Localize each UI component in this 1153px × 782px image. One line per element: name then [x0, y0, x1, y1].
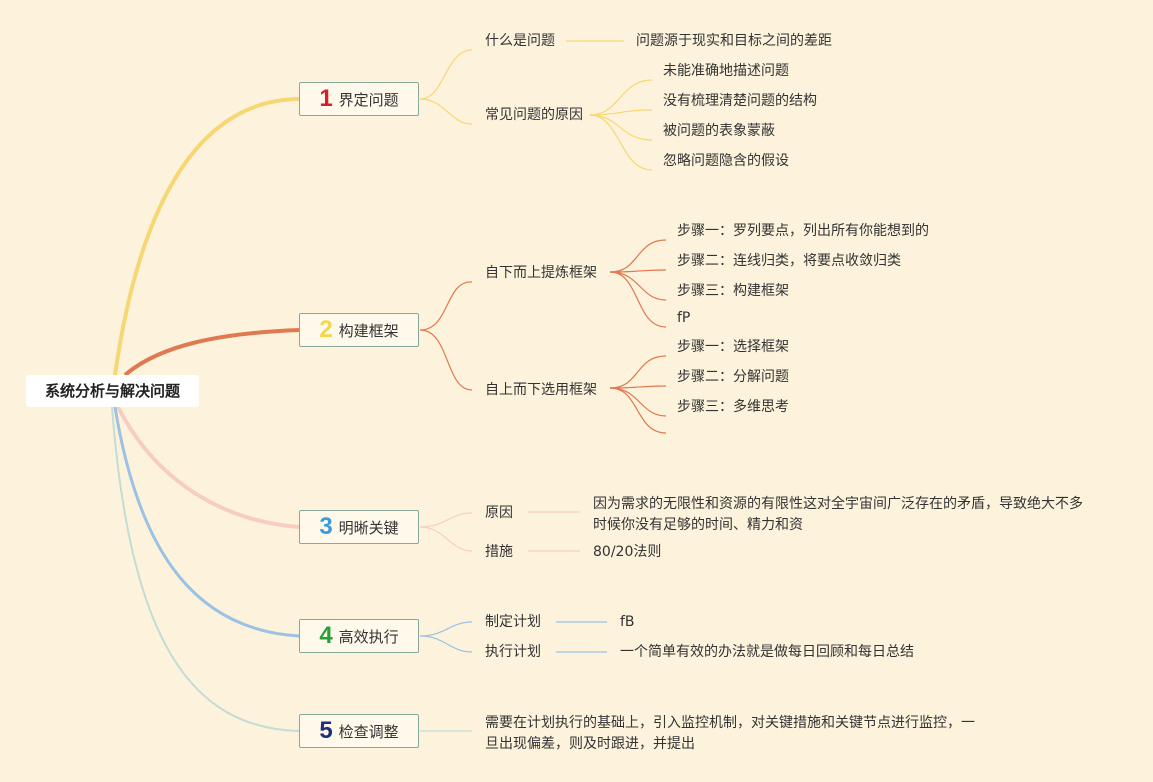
- link-b1-sub2-leaf1: [589, 79, 653, 116]
- link-root-b1: [113, 97, 300, 376]
- link-root-b2: [123, 328, 300, 377]
- root-topic[interactable]: 系统分析与解决问题: [26, 375, 199, 407]
- leaf-problem-definition[interactable]: 问题源于现实和目标之间的差距: [636, 33, 832, 49]
- leaf-make-plan[interactable]: fB: [620, 614, 635, 630]
- branch-efficient-execution[interactable]: 4 高效执行: [299, 619, 419, 653]
- subtopic-top-down[interactable]: 自上而下选用框架: [485, 382, 597, 398]
- branch-define-problem[interactable]: 1 界定问题: [299, 82, 419, 116]
- subtopic-reason[interactable]: 原因: [485, 505, 513, 521]
- subtopic-what-is-problem[interactable]: 什么是问题: [485, 33, 555, 49]
- leaf-step[interactable]: 步骤一：选择框架: [677, 339, 789, 355]
- link-root-b5: [111, 406, 300, 732]
- link-b4-sub2: [419, 635, 473, 653]
- subtopic-measure[interactable]: 措施: [485, 544, 513, 560]
- leaf-execute-plan[interactable]: 一个简单有效的办法就是做每日回顾和每日总结: [620, 644, 914, 660]
- number-5-badge: 5: [319, 717, 333, 744]
- branch-build-framework[interactable]: 2 构建框架: [299, 313, 419, 347]
- subtopic-make-plan[interactable]: 制定计划: [485, 614, 541, 630]
- branch-label: 检查调整: [338, 722, 399, 741]
- leaf-step[interactable]: 步骤三：构建框架: [677, 283, 789, 299]
- link-root-b3: [116, 406, 300, 529]
- link-b1-sub2-leaf4: [589, 114, 653, 171]
- link-root-b4: [113, 406, 300, 638]
- leaf-step[interactable]: 步骤三：多维思考: [677, 399, 789, 415]
- link-b2-sub1: [419, 281, 473, 331]
- leaf-cause[interactable]: 未能准确地描述问题: [663, 63, 789, 79]
- leaf-step[interactable]: 步骤二：连线归类，将要点收敛归类: [677, 253, 901, 269]
- branch-label: 构建框架: [338, 321, 399, 340]
- subtopic-execute-plan[interactable]: 执行计划: [485, 644, 541, 660]
- link-b2-sub1-leaf1: [609, 239, 667, 273]
- branch-label: 界定问题: [338, 90, 399, 109]
- subtopic-bottom-up[interactable]: 自下而上提炼框架: [485, 265, 597, 281]
- link-b2-sub1-leaf4: [609, 271, 667, 328]
- number-4-badge: 4: [319, 622, 333, 649]
- link-b3-sub1: [419, 512, 473, 528]
- leaf-cause[interactable]: 没有梳理清楚问题的结构: [663, 93, 817, 109]
- number-3-badge: 3: [319, 513, 333, 540]
- leaf-cause[interactable]: 忽略问题隐含的假设: [663, 153, 789, 169]
- link-b2-sub2-leaf4: [609, 387, 667, 434]
- branch-label: 明晰关键: [338, 518, 399, 537]
- subtopic-common-causes[interactable]: 常见问题的原因: [485, 107, 583, 123]
- link-b1-sub1: [419, 49, 473, 100]
- link-b1-sub2-leaf3: [589, 114, 653, 141]
- leaf-step[interactable]: 步骤二：分解问题: [677, 369, 789, 385]
- leaf-step[interactable]: 步骤一：罗列要点，列出所有你能想到的: [677, 223, 929, 239]
- link-b2-sub2: [419, 329, 473, 391]
- leaf-cause[interactable]: 被问题的表象蒙蔽: [663, 123, 775, 139]
- leaf-check-adjust[interactable]: 需要在计划执行的基础上，引入监控机制，对关键措施和关键节点进行监控，一旦出现偏差…: [485, 715, 975, 752]
- leaf-step[interactable]: fP: [677, 310, 691, 326]
- leaf-reason[interactable]: 因为需求的无限性和资源的有限性这对全宇宙间广泛存在的矛盾，导致绝大不多时候你没有…: [593, 496, 1083, 533]
- number-2-badge: 2: [319, 316, 333, 343]
- link-b2-sub1-leaf3: [609, 271, 667, 301]
- leaf-measure[interactable]: 80/20法则: [593, 544, 662, 560]
- link-b2-sub2-leaf1: [609, 355, 667, 389]
- link-b4-sub1: [419, 621, 473, 637]
- branch-check-adjust[interactable]: 5 检查调整: [299, 714, 419, 748]
- link-b3-sub2: [419, 526, 473, 552]
- number-1-badge: 1: [319, 85, 333, 112]
- link-b1-sub2: [419, 98, 473, 125]
- link-b1-sub2-leaf2: [589, 109, 653, 116]
- branch-clarify-key[interactable]: 3 明晰关键: [299, 510, 419, 544]
- branch-label: 高效执行: [338, 627, 399, 646]
